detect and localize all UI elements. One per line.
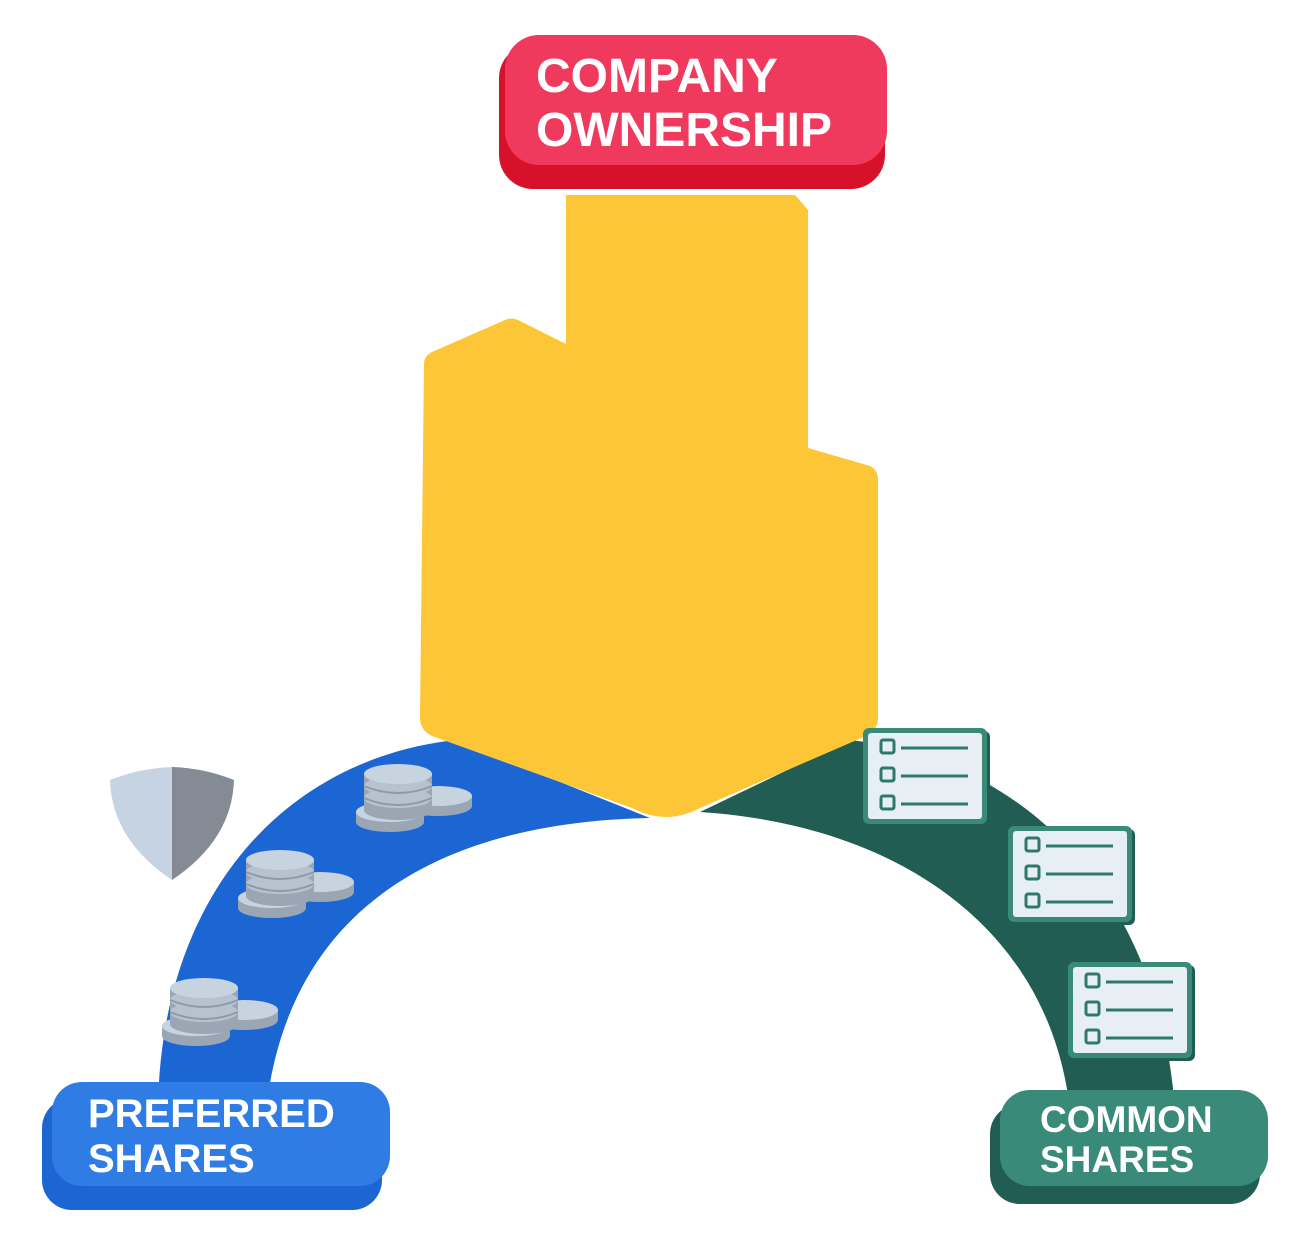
checklist-document-icon <box>861 726 992 829</box>
shield-icon <box>110 767 234 880</box>
common-shares-arc <box>700 740 1175 1110</box>
common-line-1: COMMON <box>1040 1099 1213 1140</box>
checklist-document-icon <box>1066 960 1197 1063</box>
preferred-shares-badge: PREFERRED SHARES <box>42 1082 390 1210</box>
preferred-line-2: SHARES <box>88 1137 255 1181</box>
title-line-2: OWNERSHIP <box>536 104 832 157</box>
checklist-document-icon <box>1006 824 1137 927</box>
preferred-shares-arc <box>158 740 650 1110</box>
common-line-2: SHARES <box>1040 1139 1194 1180</box>
company-building <box>420 195 878 817</box>
common-shares-badge: COMMON SHARES <box>990 1090 1268 1204</box>
company-ownership-badge: COMPANY OWNERSHIP <box>499 35 887 189</box>
preferred-line-1: PREFERRED <box>88 1092 335 1136</box>
title-line-1: COMPANY <box>536 50 778 103</box>
